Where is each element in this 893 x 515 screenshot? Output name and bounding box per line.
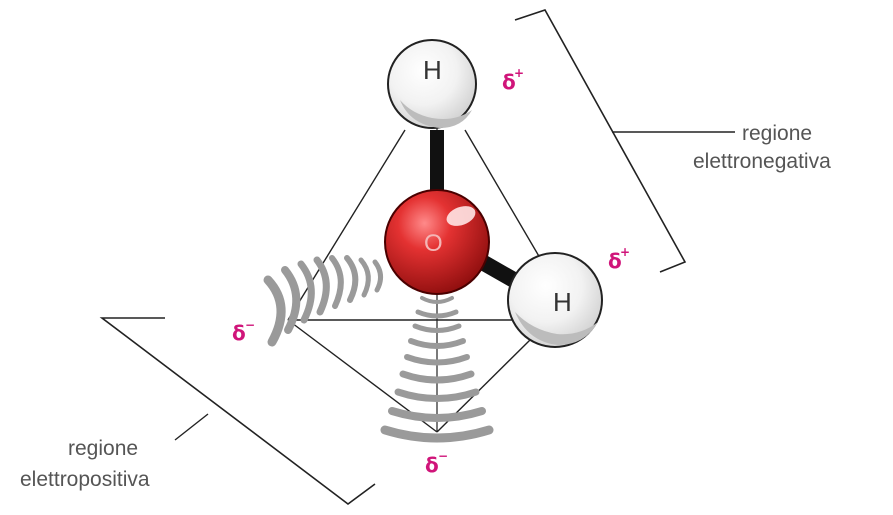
lone-pair-left-arcs: [263, 255, 383, 347]
leader-electropositive: [174, 413, 209, 441]
charge-bottom-lone-pair: δ −: [425, 449, 448, 477]
minus-sign: −: [438, 449, 448, 463]
plus-sign: +: [620, 245, 630, 259]
edge-top-left: [287, 129, 406, 321]
minus-sign: −: [245, 318, 255, 332]
bracket-electropositive: [99, 317, 376, 505]
oxygen-atom: O: [384, 189, 490, 295]
hydrogen-top-label: H: [423, 55, 442, 85]
hydrogen-right-label: H: [553, 287, 572, 317]
label-electronegative-line2: elettronegativa: [693, 150, 831, 173]
delta-symbol: δ: [502, 70, 516, 94]
delta-symbol: δ: [608, 249, 622, 273]
plus-sign: +: [514, 66, 524, 80]
oxygen-label: O: [424, 230, 443, 257]
delta-symbol: δ: [232, 321, 246, 345]
charge-top-hydrogen: δ +: [502, 66, 524, 94]
hydrogen-atom-top: H: [387, 39, 477, 129]
charge-right-hydrogen: δ +: [608, 245, 630, 273]
label-electronegative-line1: regione: [742, 122, 812, 145]
bracket-electronegative: [514, 9, 687, 273]
delta-symbol: δ: [425, 453, 439, 477]
charge-left-lone-pair: δ −: [232, 318, 255, 345]
lone-pair-bottom-arcs: [380, 296, 494, 443]
edge-top-right: [464, 129, 541, 259]
label-electropositive-line1: regione: [68, 437, 138, 460]
label-electropositive-line2: elettropositiva: [20, 468, 150, 491]
hydrogen-atom-right: H: [507, 252, 603, 348]
